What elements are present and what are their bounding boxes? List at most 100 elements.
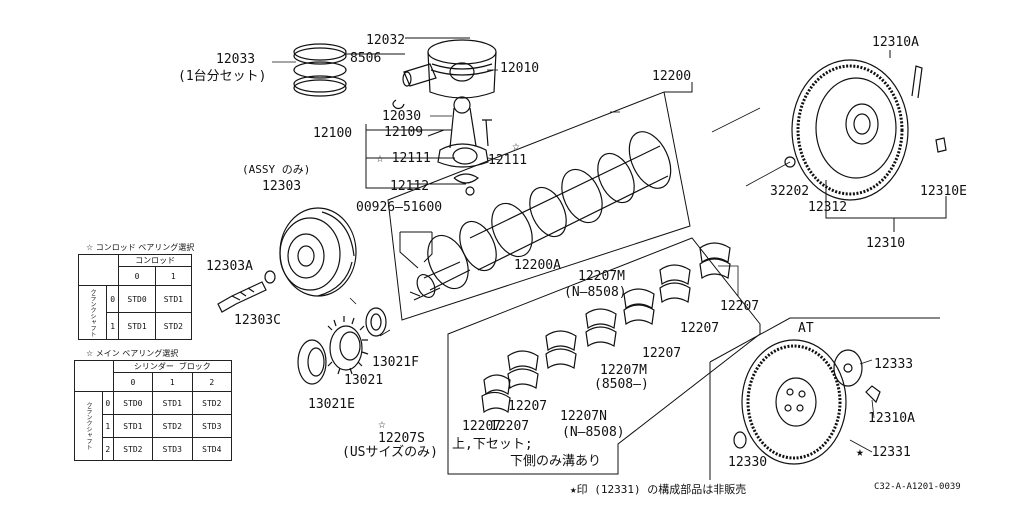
label-12310e: 12310E (920, 184, 967, 199)
main-cell: STD0 (112, 391, 154, 415)
label-12207n: 12207N (560, 409, 607, 424)
crankshaft (413, 131, 672, 301)
label-12109: 12109 (384, 125, 424, 140)
main-col-0: 0 (112, 372, 154, 392)
rod-table-corner (77, 254, 120, 286)
bearings-box (447, 237, 761, 475)
main-row-key: 2 (102, 437, 114, 461)
main-cell: STD2 (152, 414, 193, 438)
label-12303c: 12303C (234, 313, 281, 328)
bearing-shells (481, 242, 731, 414)
rod-group-bracket (345, 37, 470, 189)
piston (427, 39, 497, 99)
label-12207-e: 12207 (462, 419, 502, 434)
label-at: AT (798, 321, 814, 336)
label-12330: 12330 (728, 455, 768, 470)
note-assy: (ASSY のみ) (242, 163, 311, 176)
crank-pulley (279, 207, 357, 297)
note-us-size: (USサイズのみ) (342, 445, 438, 460)
label-12100: 12100 (313, 126, 353, 141)
rod-cell: STD0 (118, 285, 156, 313)
note-8508-m: (8508—) (594, 377, 649, 392)
label-12032: 12032 (366, 33, 406, 48)
main-col-1: 1 (152, 372, 193, 392)
leader-lines (272, 61, 875, 453)
piston-rings (293, 43, 347, 97)
rod-col-0: 0 (118, 266, 156, 286)
note-n8508-a: (N—8508) (564, 285, 627, 300)
note-updown: 上,下セット; (452, 437, 533, 452)
sprocket (327, 307, 387, 375)
oil-seal-plate (297, 339, 327, 385)
label-13021f: 13021F (372, 355, 419, 370)
label-13021e: 13021E (308, 397, 355, 412)
label-12207-a: 12207 (720, 299, 760, 314)
label-12200: 12200 (652, 69, 692, 84)
label-12111-star: ☆ 12111 (376, 151, 431, 166)
label-12310a-2: 12310A (868, 411, 915, 426)
rod-cell: STD1 (118, 312, 156, 340)
label-12200a: 12200A (514, 258, 561, 273)
rod-bearing-table: コンロッド 0 1 クランクシャフト 0 STD0 STD1 1 STD1 ST… (77, 254, 193, 340)
rod-col-1: 1 (154, 266, 193, 286)
label-8506: 8506 (350, 51, 382, 66)
label-12207m: 12207M (578, 269, 625, 284)
flywheel-bracket (825, 50, 947, 232)
main-cell: STD2 (191, 391, 233, 415)
label-13021: 13021 (344, 373, 384, 388)
main-cell: STD1 (112, 414, 154, 438)
key-pointer (399, 231, 433, 297)
main-row-key: 0 (102, 391, 114, 415)
connecting-rod (427, 96, 492, 196)
main-row-header: クランクシャフト (74, 391, 103, 461)
at-section-frame (709, 317, 940, 363)
main-table-title: ☆ メイン ベアリング選択 (86, 349, 179, 358)
piston-pin (392, 63, 437, 110)
main-row-key: 1 (102, 414, 114, 438)
label-12112: 12112 (390, 179, 430, 194)
label-12331: ★ 12331 (856, 445, 911, 460)
label-12207-f: 12207 (490, 419, 530, 434)
main-col-2: 2 (191, 372, 233, 392)
label-12303: 12303 (262, 179, 302, 194)
rod-row-key: 1 (105, 312, 120, 340)
label-12310: 12310 (866, 236, 906, 251)
rod-cell: STD1 (154, 285, 193, 313)
main-bearing-table: シリンダー ブロック 0 1 2 クランクシャフト 0 STD0 STD1 ST… (74, 360, 233, 461)
rod-cell: STD2 (154, 312, 193, 340)
label-12207-c: 12207 (642, 346, 682, 361)
note-n8508-b: (N—8508) (562, 425, 625, 440)
label-12207m-2: 12207M (600, 363, 647, 378)
label-12033: 12033 (216, 52, 256, 67)
main-table-corner (74, 360, 114, 392)
main-cell: STD4 (191, 437, 233, 461)
label-12111: 12111 (488, 153, 528, 168)
label-12333: 12333 (874, 357, 914, 372)
label-12312: 12312 (808, 200, 848, 215)
rod-table-header: コンロッド (118, 254, 192, 267)
label-12303a: 12303A (206, 259, 253, 274)
main-cell: STD2 (112, 437, 154, 461)
label-12030: 12030 (382, 109, 422, 124)
label-12010: 12010 (500, 61, 540, 76)
star-marker: ☆ (512, 139, 520, 154)
flywheel-mt (784, 59, 947, 201)
note-groove: 下側のみ溝あり (510, 454, 602, 469)
rod-row-header: クランクシャフト (78, 285, 107, 340)
rod-row-key: 0 (105, 285, 120, 313)
main-cell: STD3 (152, 437, 193, 461)
figure-code: C32-A-A1201-0039 (874, 482, 961, 492)
main-table-header: シリンダー ブロック (112, 360, 233, 373)
label-12207-d: 12207 (508, 399, 548, 414)
rod-table-title: ☆ コンロッド ベアリング選択 (86, 243, 195, 252)
note-set: (1台分セット) (178, 69, 267, 84)
pulley-bolt (217, 270, 276, 313)
label-12207s: ☆ 12207S (378, 417, 425, 446)
main-cell: STD1 (152, 391, 193, 415)
crankshaft-box (387, 91, 691, 321)
label-32202: 32202 (770, 184, 810, 199)
label-12207-b: 12207 (680, 321, 720, 336)
main-cell: STD3 (191, 414, 233, 438)
drive-plate-at (733, 339, 881, 465)
